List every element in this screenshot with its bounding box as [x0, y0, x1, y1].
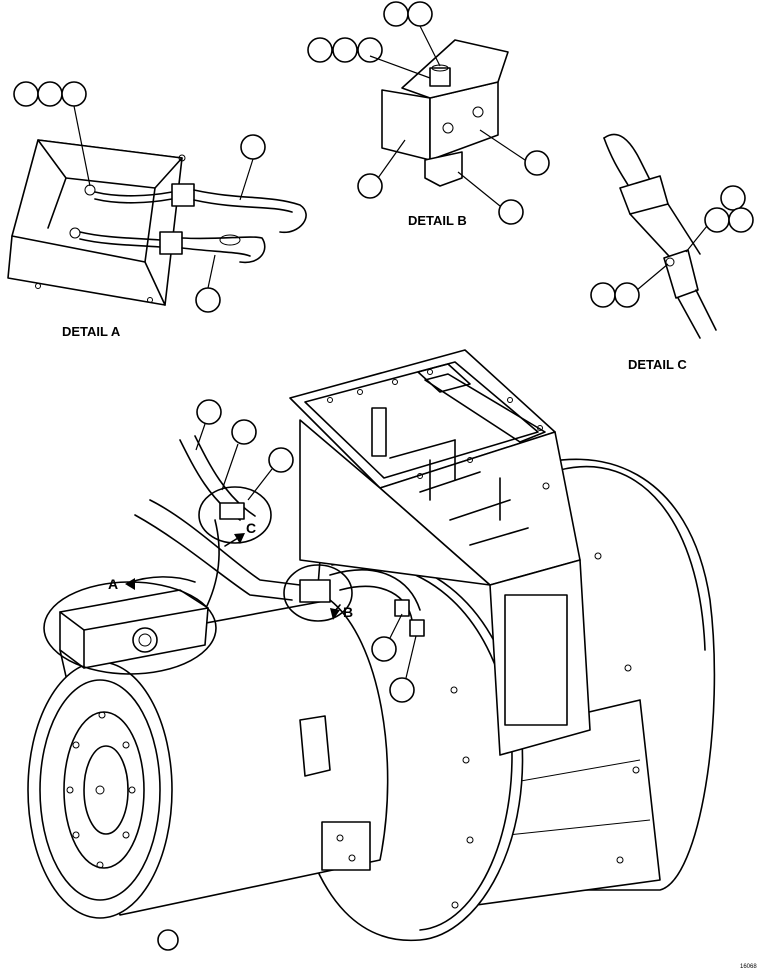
reference-letter-a: A: [108, 576, 118, 592]
main-callout-5: [389, 677, 415, 703]
detail-b-callout-5: [357, 37, 383, 63]
detail-c-callout-5: [614, 282, 640, 308]
detail-b-callout-3: [307, 37, 333, 63]
detail-a-callout-4: [240, 134, 266, 160]
detail-c-callout-4: [590, 282, 616, 308]
detail-b-callout-8: [498, 199, 524, 225]
main-callout-2: [231, 419, 257, 445]
figure-number: 16068: [740, 964, 757, 970]
detail-a-label: DETAIL A: [62, 324, 121, 339]
detail-a-callout-3: [61, 81, 87, 107]
detail-b-callout-7: [357, 173, 383, 199]
generator-assembly: A B C: [27, 349, 716, 951]
detail-c-label: DETAIL C: [628, 357, 687, 372]
detail-a-callout-2: [37, 81, 63, 107]
detail-a-callout-5: [195, 287, 221, 313]
main-callout-4: [371, 636, 397, 662]
reference-letter-c: C: [246, 520, 256, 536]
detail-b-callout-6: [524, 150, 550, 176]
detail-a-group: DETAIL A: [7, 81, 307, 339]
detail-b-label: DETAIL B: [408, 213, 467, 228]
detail-c-callout-3: [728, 207, 754, 233]
detail-c-callout-1: [720, 185, 746, 211]
detail-c-group: DETAIL C: [590, 133, 754, 372]
detail-b-callout-1: [383, 1, 409, 27]
main-callout-1: [196, 399, 222, 425]
main-callout-3: [268, 447, 294, 473]
detail-b-group: DETAIL B: [307, 1, 550, 228]
detail-c-callout-2: [704, 207, 730, 233]
detail-b-callout-2: [407, 1, 433, 27]
detail-a-callout-1: [13, 81, 39, 107]
reference-letter-b: B: [343, 604, 353, 620]
detail-b-callout-4: [332, 37, 358, 63]
